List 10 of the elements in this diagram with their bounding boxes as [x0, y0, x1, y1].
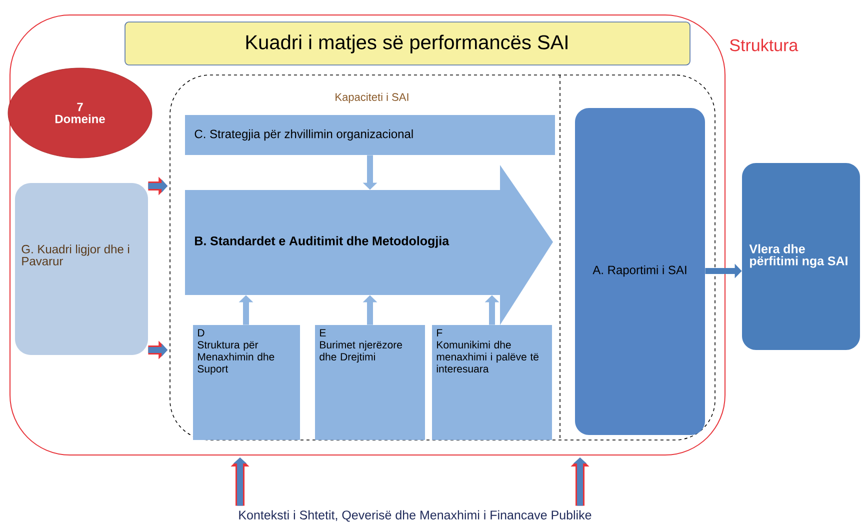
domain-box: D Struktura për Menaxhimin dhe Suport [193, 325, 300, 440]
domain-box: A. Raportimi i SAI [575, 108, 705, 435]
domain-box: G. Kuadri ligjor dhe i Pavarur [15, 183, 148, 355]
title-box: Kuadri i matjes së performancës SAI [124, 22, 690, 66]
context-text: Konteksti i Shtetit, Qeverisë dhe Menaxhimi i Financave Publike [239, 510, 592, 522]
domain-box: E Burimet njerëzore dhe Drejtimi [315, 325, 425, 440]
result-box: Vlera dhe përfitimi nga SAI [742, 163, 860, 350]
domain-bar: C. Strategjia për zhvillimin organizacional [185, 115, 555, 155]
node-label: Struktura [730, 38, 798, 52]
domain-box: F Komunikimi dhe menaxhimi i palëve të interesuara [432, 325, 552, 440]
